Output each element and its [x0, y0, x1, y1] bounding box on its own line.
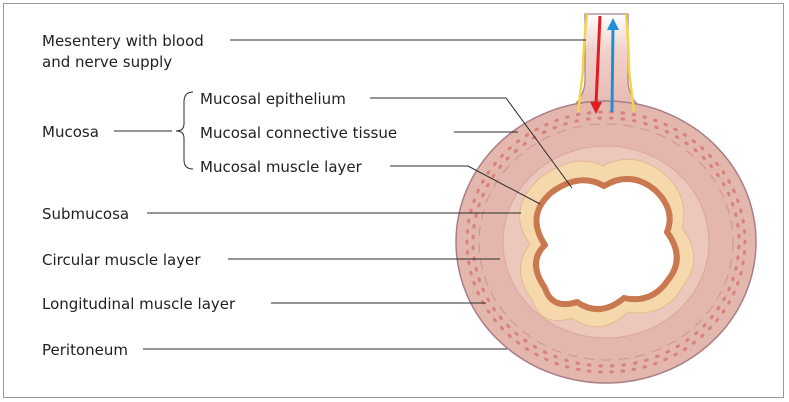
- label-mucosa: Mucosa: [42, 123, 99, 141]
- label-mesentery-line2: and nerve supply: [42, 53, 172, 71]
- label-submucosa: Submucosa: [42, 205, 129, 223]
- muscle-dot: [743, 240, 746, 245]
- label-mesentery-line1: Mesentery with blood: [42, 32, 204, 50]
- mucosal-epithelium: [536, 179, 677, 309]
- label-mucosal-epithelium: Mucosal epithelium: [200, 90, 346, 108]
- label-peritoneum: Peritoneum: [42, 341, 128, 359]
- label-mucosal-connective-tissue: Mucosal connective tissue: [200, 124, 397, 142]
- label-circular-muscle-layer: Circular muscle layer: [42, 251, 201, 269]
- label-longitudinal-muscle-layer: Longitudinal muscle layer: [42, 295, 236, 313]
- label-mucosal-muscle-layer: Mucosal muscle layer: [200, 158, 363, 176]
- mucosa-brace: [176, 92, 193, 169]
- vein-line: [612, 26, 613, 112]
- muscle-dot: [465, 240, 468, 245]
